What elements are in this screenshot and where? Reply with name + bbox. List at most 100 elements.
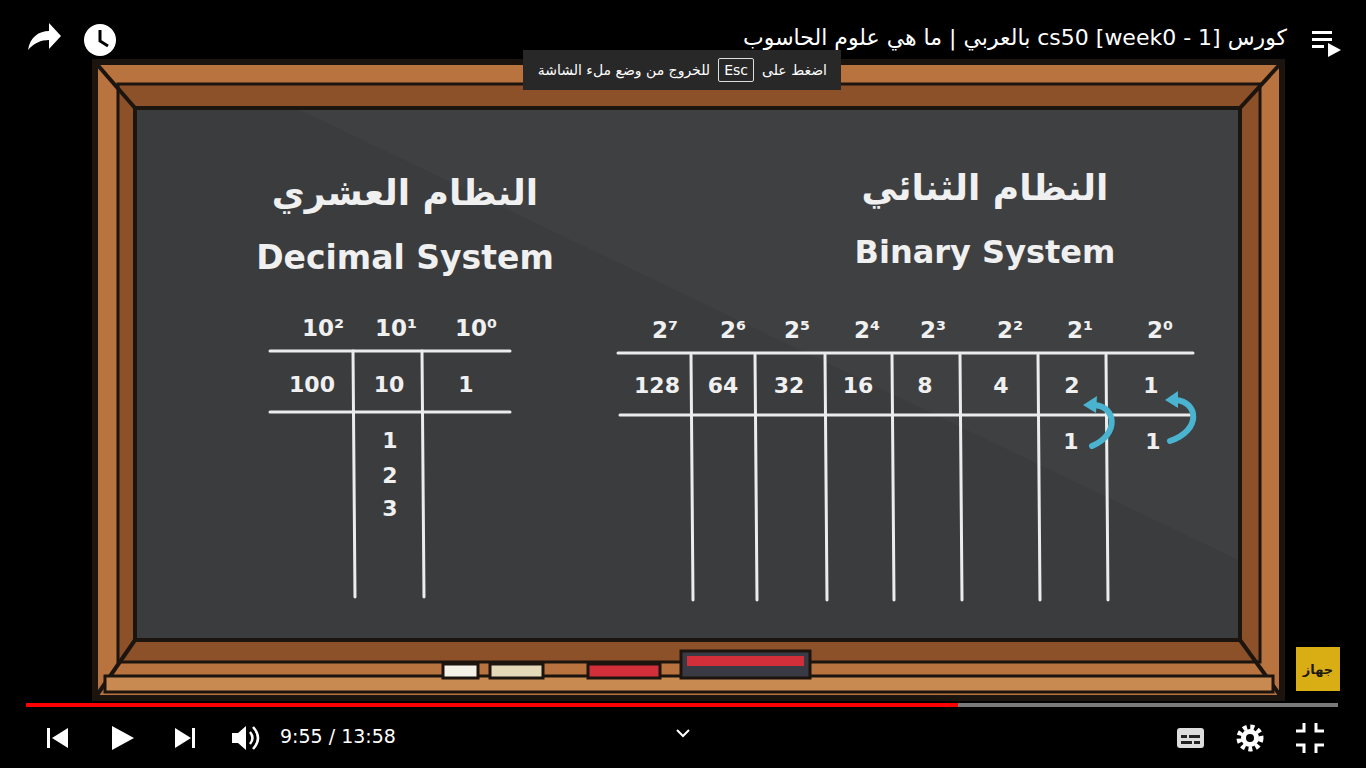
table-rule	[755, 355, 757, 600]
place-power: 2⁰	[1147, 317, 1173, 343]
table-rule	[270, 411, 510, 414]
progress-track	[26, 703, 1338, 707]
frame-bevel	[95, 62, 135, 108]
eraser	[681, 651, 810, 678]
tooltip-text: اضغط على	[762, 62, 827, 78]
place-value: 100	[289, 372, 335, 397]
time-display: 9:55 / 13:58	[280, 726, 396, 748]
playlist-icon	[1312, 31, 1332, 34]
volume-icon	[232, 726, 246, 750]
settings-teeth	[1239, 727, 1261, 749]
table-rule	[422, 351, 424, 597]
place-power: 10¹	[375, 315, 417, 341]
watch-later-icon	[84, 24, 116, 56]
heading-arabic: النظام العشري	[272, 172, 538, 213]
table-rule	[1038, 355, 1040, 600]
settings-hole	[1246, 734, 1254, 742]
curved-arrow	[1170, 400, 1193, 441]
place-power: 2⁷	[652, 317, 678, 343]
place-power: 2³	[920, 317, 946, 343]
table-cell: 1	[382, 428, 397, 453]
place-value: 2	[1064, 373, 1079, 398]
exit-fullscreen-icon	[1296, 723, 1324, 753]
table-rule	[825, 355, 827, 600]
place-power: 2²	[997, 317, 1023, 343]
next-icon	[192, 728, 195, 748]
eraser-top	[687, 656, 804, 666]
carry-arrows	[1092, 400, 1193, 446]
share-icon	[28, 23, 61, 50]
key-badge-text: Esc	[724, 62, 748, 78]
playlist-icon	[1328, 43, 1341, 57]
next-icon	[175, 728, 191, 748]
heading-english: Binary System	[855, 234, 1116, 271]
chalk-piece	[490, 664, 543, 678]
board-frame	[95, 62, 1282, 698]
place-value: 16	[843, 373, 874, 398]
place-value: 32	[774, 373, 805, 398]
subtitles-line	[1194, 741, 1200, 744]
chalk-piece	[588, 664, 660, 678]
subtitles-line	[1181, 735, 1187, 738]
frame-bevel	[1240, 62, 1282, 108]
key-badge: Esc	[718, 58, 754, 82]
table-rule	[620, 414, 1190, 417]
table-rule	[353, 351, 355, 597]
table-rule	[1106, 355, 1108, 600]
subtitles-line	[1189, 735, 1200, 738]
clock-hands	[100, 30, 108, 46]
chalkboard	[95, 62, 1282, 698]
table-rule	[691, 355, 693, 600]
video-title: كورس cs50 [week0 - 1] بالعربي | ما هي عل…	[743, 25, 1287, 50]
place-power: 10²	[302, 315, 344, 341]
volume-wave	[253, 727, 258, 749]
bottom-controls	[47, 723, 1324, 753]
table-cell: 2	[382, 463, 397, 488]
binary-table-lines	[618, 353, 1193, 600]
tooltip-text: للخروج من وضع ملء الشاشة	[538, 62, 710, 78]
place-power: 2⁵	[784, 317, 810, 343]
place-value: 1	[458, 372, 473, 397]
channel-logo-text: جهاز	[1303, 662, 1333, 677]
place-value: 1	[1143, 373, 1158, 398]
place-power: 2¹	[1067, 317, 1093, 343]
chalk-piece	[443, 664, 478, 678]
volume-wave	[250, 732, 253, 744]
channel-logo: جهاز	[1296, 647, 1340, 691]
subtitles-icon	[1177, 728, 1204, 748]
table-rule	[960, 355, 962, 600]
chevron-icon	[677, 730, 689, 736]
place-power: 2⁶	[720, 317, 746, 343]
table-cell: 1	[1063, 429, 1078, 454]
playlist-icon	[1312, 45, 1324, 48]
place-power: 2⁴	[854, 317, 880, 343]
place-value: 10	[374, 372, 405, 397]
place-value: 4	[993, 373, 1008, 398]
arrow-head	[1165, 391, 1178, 408]
board-surface	[135, 108, 1240, 640]
subtitles-line	[1181, 741, 1192, 744]
heading-english: Decimal System	[256, 239, 554, 277]
arrow-head	[1083, 396, 1097, 413]
previous-icon	[47, 728, 50, 748]
table-cell: 1	[1145, 429, 1160, 454]
board-sheen	[137, 110, 1238, 560]
playlist-icon	[1312, 38, 1332, 41]
table-rule	[892, 355, 894, 600]
frame-inner	[118, 84, 1260, 662]
table-rule	[270, 350, 510, 353]
progress-played	[26, 703, 958, 707]
tooltip: اضغط على للخروج من وضع ملء الشاشة Esc	[523, 50, 841, 90]
place-value: 64	[708, 373, 739, 398]
place-value: 8	[917, 373, 932, 398]
table-cell: 3	[382, 496, 397, 521]
decimal-table-lines	[270, 351, 510, 597]
previous-icon	[52, 728, 68, 748]
heading-arabic: النظام الثنائي	[862, 167, 1109, 208]
play-icon	[112, 726, 134, 750]
place-power: 10⁰	[455, 315, 497, 341]
